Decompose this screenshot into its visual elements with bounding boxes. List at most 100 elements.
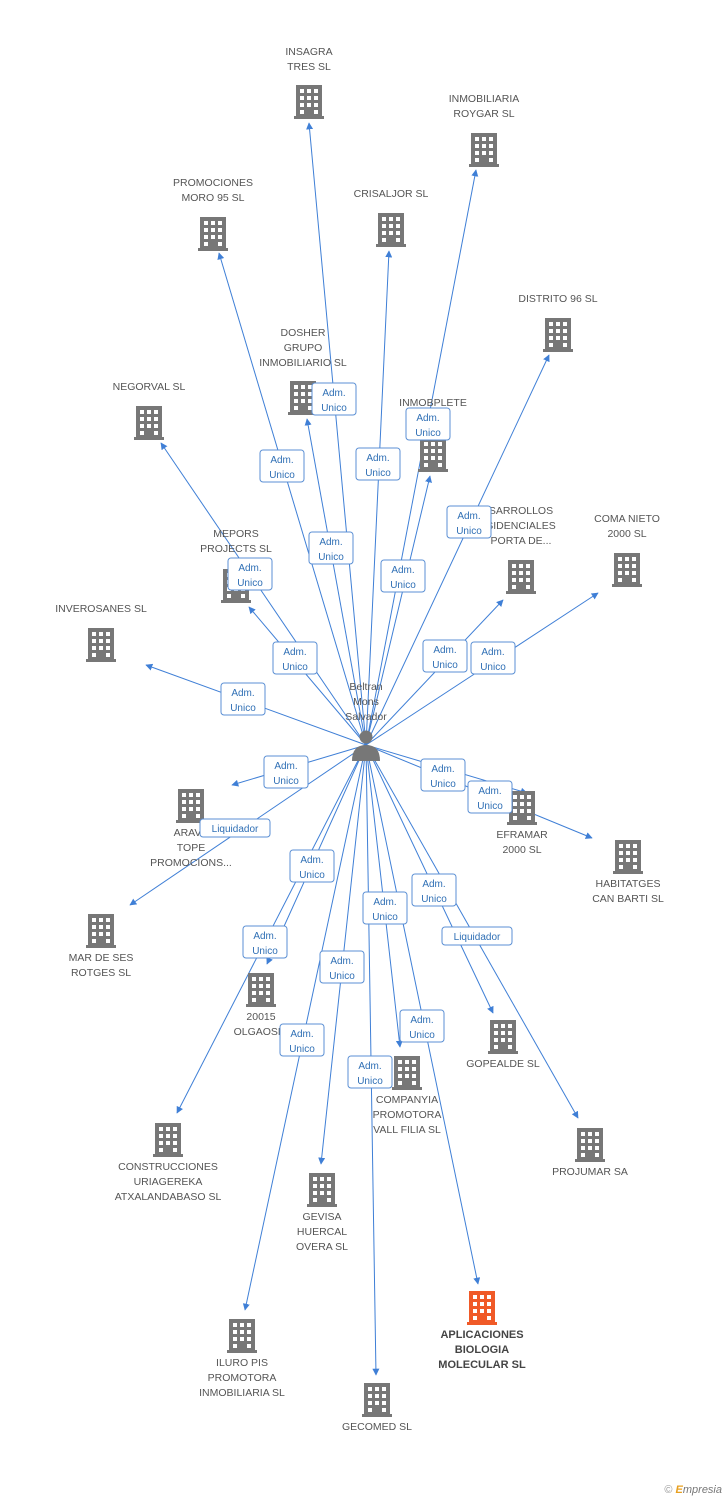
company-label-aravella: PROMOCIONS... — [150, 857, 232, 869]
company-label-gevisa: HUERCAL — [297, 1226, 347, 1238]
role-badge-adm-unico: Adm.Unico — [272, 641, 318, 675]
badge-text: Unico — [269, 470, 295, 481]
badge-text: Adm. — [300, 855, 323, 866]
company-label-moro: MORO 95 SL — [181, 192, 244, 204]
role-badge-adm-unico: Adm. Unico — [289, 849, 335, 883]
company-node-gecomed[interactable]: GECOMED SL — [342, 1383, 412, 1433]
company-label-dosher: INMOBILIARIO SL — [259, 357, 347, 369]
company-node-projumar[interactable]: PROJUMAR SA — [552, 1128, 628, 1178]
role-badge-adm-unico: Adm.Unico — [279, 1023, 325, 1057]
role-badge-liquidador: Liquidador — [199, 818, 271, 838]
edge-crisaljor — [365, 250, 393, 746]
role-badge-adm-unico: Adm.Unico — [242, 925, 288, 959]
brand-logo-initial: E — [675, 1484, 683, 1496]
company-node-crisaljor[interactable]: CRISALJOR SL — [354, 188, 429, 247]
badge-text: Adm. — [270, 455, 293, 466]
company-label-dosher: DOSHER — [281, 327, 326, 339]
company-label-coma: COMA NIETO — [594, 513, 660, 525]
badge-text: Unico — [456, 526, 482, 537]
badge-text: Unico — [409, 1030, 435, 1041]
company-node-inmobplete[interactable]: INMOBPLETE — [399, 397, 467, 472]
company-label-inmobplete: INMOBPLETE — [399, 397, 467, 409]
badge-text: Liquidador — [212, 824, 259, 835]
badge-text: Unico — [477, 801, 503, 812]
person-name: Salvador — [345, 711, 387, 723]
building-icon — [246, 973, 276, 1007]
company-node-aravella[interactable]: ARAVETOPEPROMOCIONS... — [150, 789, 232, 869]
role-badge-adm-unico: Adm.Unico — [263, 755, 309, 789]
badge-text: Liquidador — [454, 932, 501, 943]
company-label-negorval: NEGORVAL SL — [113, 381, 186, 393]
badge-text: Adm. — [433, 645, 456, 656]
building-icon — [86, 914, 116, 948]
building-icon — [543, 318, 573, 352]
edge-distrito — [365, 354, 550, 746]
badge-text: Unico — [237, 578, 263, 589]
badge-text: Adm. — [253, 931, 276, 942]
badge-text: Unico — [432, 660, 458, 671]
badge-text: Unico — [329, 971, 355, 982]
company-node-gopealde[interactable]: GOPEALDE SL — [466, 1020, 540, 1070]
badge-text: Unico — [230, 703, 256, 714]
company-label-desarrollos: SARROLLOS — [489, 505, 553, 517]
building-icon — [294, 85, 324, 119]
building-icon — [488, 1020, 518, 1054]
company-label-eframar: 2000 SL — [502, 844, 541, 856]
badge-text: Adm. — [358, 1061, 381, 1072]
building-icon — [153, 1123, 183, 1157]
badge-text: Adm. — [330, 956, 353, 967]
company-label-aplicaciones: BIOLOGIA — [455, 1344, 509, 1356]
company-node-inverosanes[interactable]: INVEROSANES SL — [55, 603, 147, 662]
company-label-gopealde: GOPEALDE SL — [466, 1058, 540, 1070]
role-badge-adm-unico: Adm. Unico — [319, 950, 365, 984]
badge-text: Unico — [273, 776, 299, 787]
role-badge-adm-unico: Adm.Unico — [411, 873, 457, 907]
badge-text: Adm. — [481, 647, 504, 658]
badge-text: Adm. — [319, 537, 342, 548]
building-icon — [362, 1383, 392, 1417]
role-badge-adm-unico: Adm.Unico — [220, 682, 266, 716]
badge-text: Unico — [390, 580, 416, 591]
role-badge-adm-unico: Adm.Unico — [405, 407, 451, 441]
building-icon — [467, 1291, 497, 1325]
badge-text: Unico — [365, 468, 391, 479]
badge-text: Adm. — [290, 1029, 313, 1040]
building-icon — [198, 217, 228, 251]
person-name: Beltran — [349, 681, 382, 693]
company-label-insagra: INSAGRA — [285, 46, 332, 58]
badge-text: Adm. — [366, 453, 389, 464]
company-label-coma: 2000 SL — [607, 528, 646, 540]
company-node-negorval[interactable]: NEGORVAL SL — [113, 381, 186, 440]
building-icon — [613, 840, 643, 874]
company-node-distrito[interactable]: DISTRITO 96 SL — [518, 293, 598, 352]
company-label-inverosanes: INVEROSANES SL — [55, 603, 147, 615]
edge-negorval — [160, 442, 367, 746]
edge-inmobplete — [365, 475, 432, 746]
edge-dosher — [304, 418, 367, 746]
badge-text: Unico — [299, 870, 325, 881]
brand-logo-rest: mpresia — [682, 1484, 722, 1496]
role-badge-adm-unico: Adm.Unico — [311, 382, 357, 416]
edge-mepors — [248, 606, 367, 746]
company-label-olgaosdi: 20015 — [246, 1011, 275, 1023]
role-badge-liquidador: Liquidador — [441, 926, 513, 946]
company-label-iluro: INMOBILIARIA SL — [199, 1387, 285, 1399]
company-node-coma[interactable]: COMA NIETO 2000 SL — [594, 513, 660, 587]
company-label-habitatges: CAN BARTI SL — [592, 893, 664, 905]
